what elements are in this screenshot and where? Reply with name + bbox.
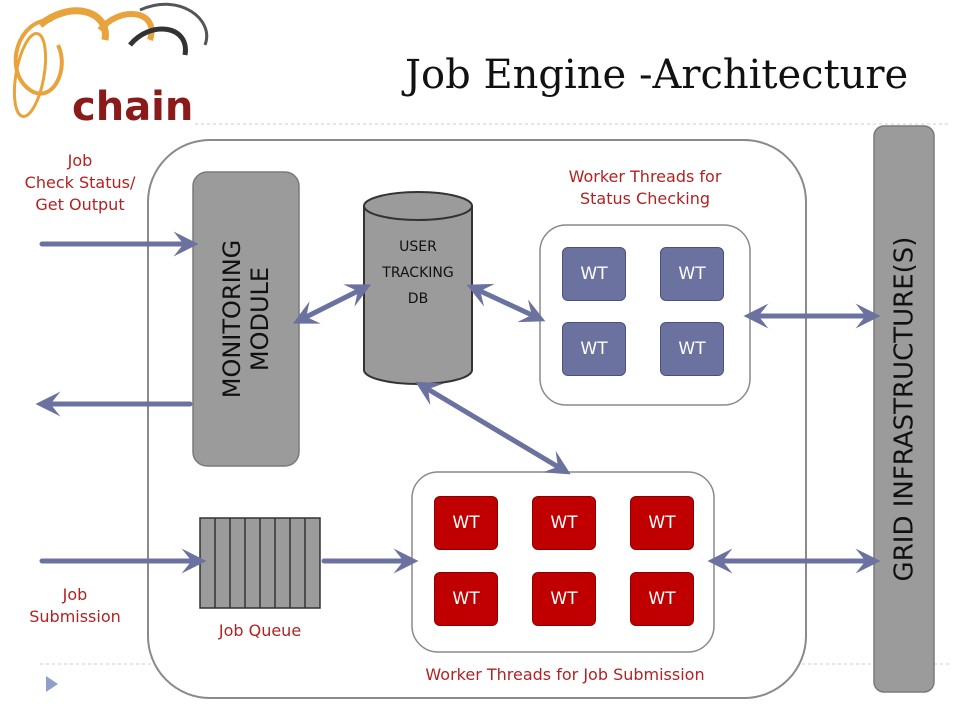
status-worker-thread: WT	[562, 322, 626, 376]
db-line-3: DB	[407, 291, 429, 307]
job-submission-label: Job Submission	[10, 584, 140, 628]
job-submission-line-1: Job	[62, 585, 88, 604]
job-check-line-1: Job	[67, 151, 93, 170]
grid-infrastructure-bar	[873, 125, 935, 693]
grid-infrastructure-label: GRID INFRASTRUCTURE(S)	[889, 236, 919, 582]
submission-worker-thread: WT	[434, 572, 498, 626]
status-workers-line-2: Status Checking	[579, 189, 711, 208]
user-tracking-db	[363, 191, 473, 385]
page-title: Job Engine -Architecture	[405, 52, 909, 98]
submission-worker-thread: WT	[630, 572, 694, 626]
job-submission-line-2: Submission	[29, 607, 121, 626]
submission-workers-label: Worker Threads for Job Submission	[425, 665, 705, 684]
db-line-1: USER	[399, 239, 437, 255]
monitoring-line-2: MODULE	[246, 266, 275, 372]
job-check-line-3: Get Output	[35, 195, 125, 214]
status-workers-line-1: Worker Threads for	[568, 167, 722, 186]
job-queue	[199, 517, 321, 609]
status-worker-thread: WT	[660, 322, 724, 376]
user-tracking-db-label: USER TRACKING DB	[362, 234, 474, 312]
status-worker-thread: WT	[660, 247, 724, 301]
db-submission-workers-arrow	[415, 381, 571, 475]
job-check-label: Job Check Status/ Get Output	[10, 150, 150, 216]
chain-logo: chain	[12, 2, 209, 130]
module-db-arrow	[292, 284, 372, 324]
job-queue-label: Job Queue	[218, 621, 302, 640]
status-workers-label: Worker Threads for Status Checking	[530, 166, 760, 210]
db-line-2: TRACKING	[382, 265, 454, 281]
submission-worker-thread: WT	[630, 496, 694, 550]
monitoring-module-label: MONITORING MODULE	[193, 172, 299, 466]
submission-worker-thread: WT	[434, 496, 498, 550]
monitoring-line-1: MONITORING	[218, 239, 247, 399]
bottom-bullet-icon	[46, 676, 58, 692]
status-worker-thread: WT	[562, 247, 626, 301]
submission-worker-thread: WT	[532, 572, 596, 626]
submission-worker-thread: WT	[532, 496, 596, 550]
job-check-line-2: Check Status/	[24, 173, 136, 192]
db-status-workers-arrow	[466, 283, 546, 323]
logo-text: chain	[72, 84, 193, 130]
